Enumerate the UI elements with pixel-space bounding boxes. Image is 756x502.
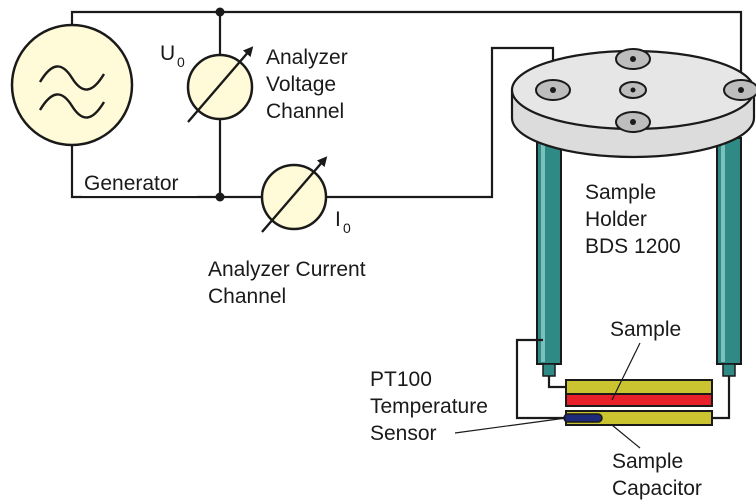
generator: Generator (10, 23, 197, 196)
rod-to-upper-electrode-wire (547, 376, 566, 389)
right-rod-highlight (721, 140, 725, 362)
right-rod-tip (722, 363, 736, 377)
pt100-label-line2: Temperature (370, 395, 488, 418)
sine-wave-icon (38, 93, 106, 119)
voltage-meter: U 0 Analyzer Voltage Channel (160, 42, 348, 123)
connector-pin (630, 56, 636, 62)
pt100-label-line3: Sensor (370, 422, 437, 445)
u0-subscript: 0 (177, 54, 185, 70)
sensor-wire-left (515, 338, 566, 420)
voltage-channel-label-line3: Channel (266, 100, 344, 123)
sample-label: Sample (610, 318, 681, 341)
variable-arrow-icon (261, 156, 328, 233)
current-channel-label-line1: Analyzer Current (208, 258, 366, 281)
u0-symbol: U (160, 42, 175, 65)
right-holder-rod (716, 137, 742, 365)
sample-layer (565, 393, 713, 407)
left-rod-tip (542, 363, 556, 377)
left-holder-rod (536, 137, 562, 365)
capacitor-label-line2: Capacitor (612, 477, 702, 500)
i0-subscript: 0 (343, 220, 351, 236)
sine-wave-icon (38, 65, 106, 91)
rod-to-lower-electrode-wire (712, 376, 731, 420)
junction-node-top (215, 7, 225, 17)
capacitor-callout-line (611, 424, 641, 449)
pt100-label-line1: PT100 (370, 368, 432, 391)
connector-pin (550, 87, 556, 93)
connector-pin (630, 119, 636, 125)
sensor-wiring (515, 338, 731, 420)
generator-label: Generator (84, 172, 179, 195)
callouts: Sample PT100 Temperature Sensor Sample C… (370, 318, 702, 500)
voltage-channel-label-line2: Voltage (266, 73, 336, 96)
junction-node-bottom (215, 192, 225, 202)
upper-electrode (565, 379, 713, 395)
capacitor-label-line1: Sample (612, 450, 683, 473)
holder-label-line1: Sample (585, 181, 656, 204)
voltage-channel-label-line1: Analyzer (266, 46, 348, 69)
bottom-wire (70, 127, 262, 199)
i0-symbol: I (335, 208, 341, 231)
pt100-sensor-probe (563, 413, 603, 423)
sample-holder: Sample Holder BDS 1200 (510, 48, 756, 377)
left-rod-highlight (541, 140, 545, 362)
connector-pin (738, 87, 744, 93)
sample-callout-line (611, 342, 641, 401)
sample-capacitor (563, 379, 713, 426)
holder-label-line2: Holder (585, 208, 647, 231)
connector-pin (630, 87, 636, 93)
current-channel-label-line2: Channel (208, 285, 286, 308)
generator-circle (10, 23, 134, 147)
holder-label-line3: BDS 1200 (585, 235, 681, 258)
current-meter: I 0 Analyzer Current Channel (208, 156, 366, 308)
generator-label-bg (82, 170, 197, 196)
pt100-callout-line (454, 417, 567, 434)
variable-arrow-icon (187, 46, 254, 123)
